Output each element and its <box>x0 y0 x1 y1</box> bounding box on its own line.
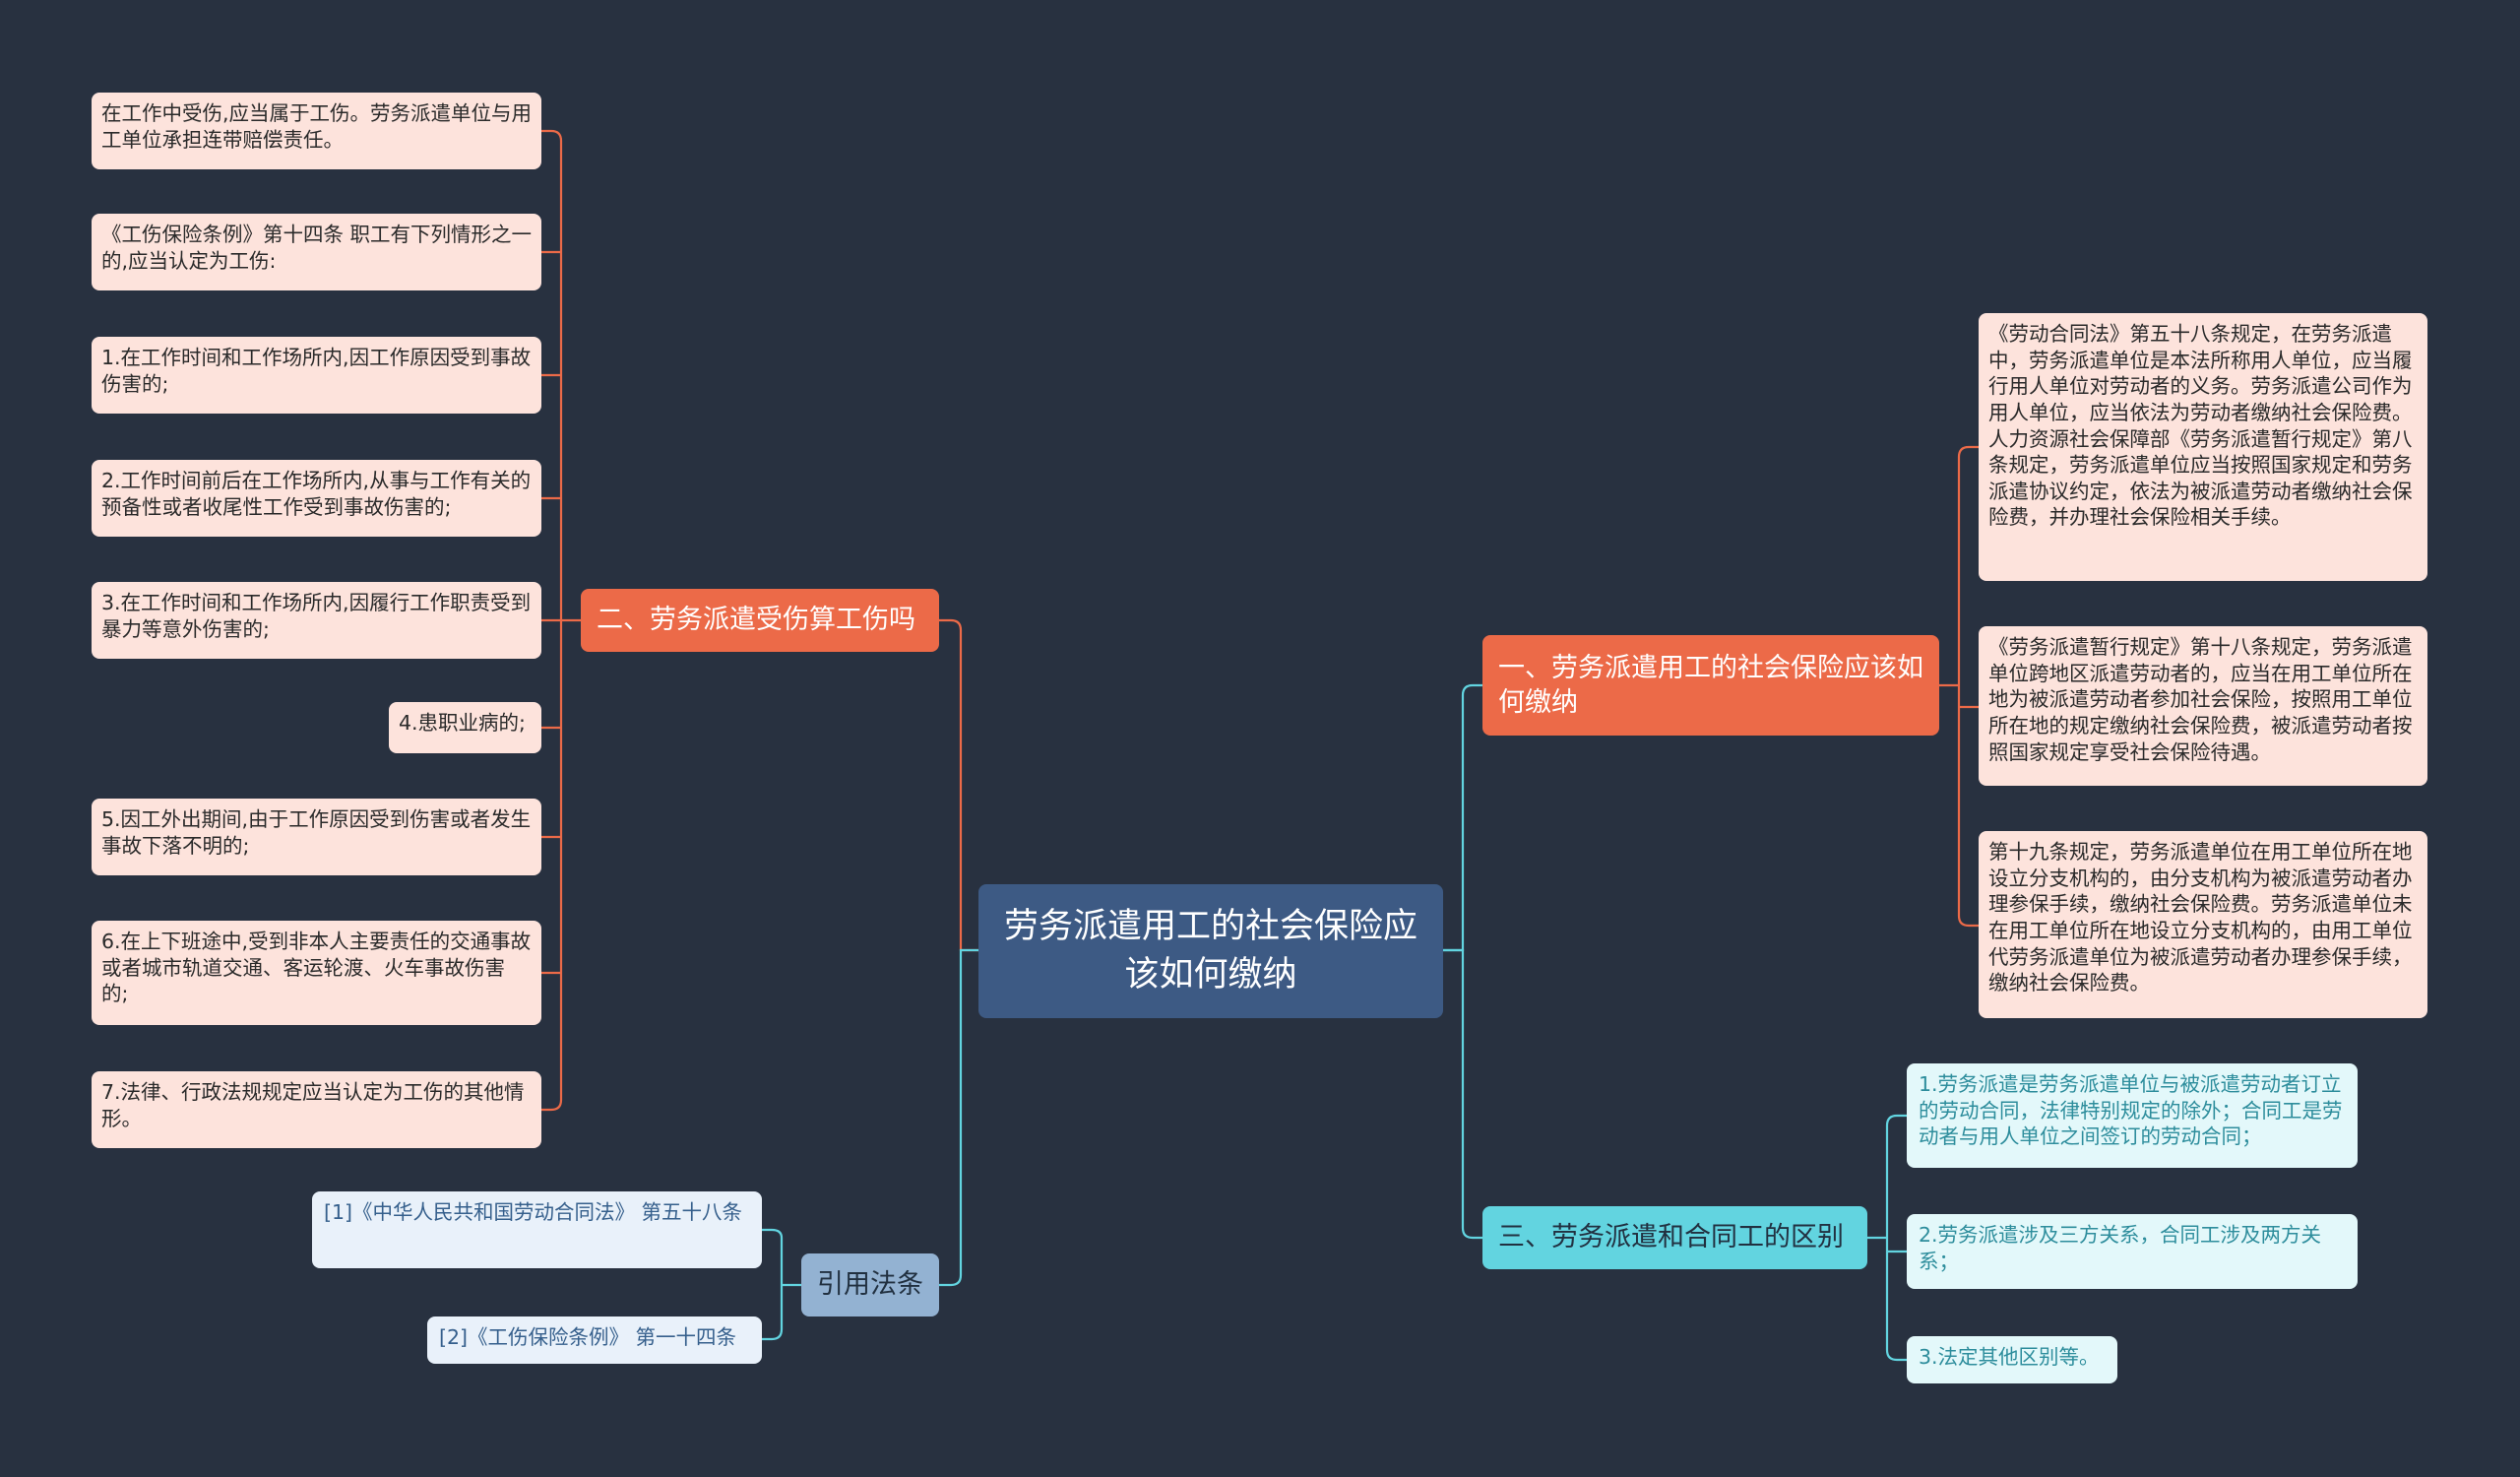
leaf-text: 4.患职业病的; <box>399 711 526 735</box>
leaf-text: 7.法律、行政法规规定应当认定为工伤的其他情形。 <box>101 1080 525 1130</box>
leaf-work-injury-9[interactable]: 7.法律、行政法规规定应当认定为工伤的其他情形。 <box>92 1071 541 1148</box>
links-references-leaves <box>762 1228 801 1341</box>
leaf-work-injury-1[interactable]: 在工作中受伤,应当属于工伤。劳务派遣单位与用工单位承担连带赔偿责任。 <box>92 93 541 169</box>
leaf-text: 1.劳务派遣是劳务派遣单位与被派遣劳动者订立的劳动合同，法律特别规定的除外；合同… <box>1919 1072 2343 1149</box>
leaf-work-injury-4[interactable]: 2.工作时间前后在工作场所内,从事与工作有关的预备性或者收尾性工作受到事故伤害的… <box>92 460 541 537</box>
leaf-work-injury-7[interactable]: 5.因工外出期间,由于工作原因受到伤害或者发生事故下落不明的; <box>92 799 541 875</box>
root-title: 劳务派遣用工的社会保险应该如何缴纳 <box>1003 907 1418 995</box>
leaf-text: 6.在上下班途中,受到非本人主要责任的交通事故或者城市轨道交通、客运轮渡、火车事… <box>101 930 532 1006</box>
leaf-text: 《劳务派遣暂行规定》第十八条规定，劳务派遣单位跨地区派遣劳动者的，应当在用工单位… <box>1988 635 2413 764</box>
leaf-social-insurance-2[interactable]: 《劳务派遣暂行规定》第十八条规定，劳务派遣单位跨地区派遣劳动者的，应当在用工单位… <box>1979 626 2427 786</box>
leaf-text: 第十九条规定，劳务派遣单位在用工单位所在地设立分支机构的，由分支机构为被派遣劳动… <box>1988 840 2413 995</box>
link-root-references <box>939 948 978 1287</box>
leaf-text: 5.因工外出期间,由于工作原因受到伤害或者发生事故下落不明的; <box>101 807 532 858</box>
branch-social-insurance-label: 一、劳务派遣用工的社会保险应该如何缴纳 <box>1498 652 1923 718</box>
leaf-social-insurance-1[interactable]: 《劳动合同法》第五十八条规定，在劳务派遣中，劳务派遣单位是本法所称用人单位，应当… <box>1979 313 2427 581</box>
leaf-work-injury-8[interactable]: 6.在上下班途中,受到非本人主要责任的交通事故或者城市轨道交通、客运轮渡、火车事… <box>92 921 541 1025</box>
branch-work-injury[interactable]: 二、劳务派遣受伤算工伤吗 <box>581 589 939 652</box>
branch-difference-label: 三、劳务派遣和合同工的区别 <box>1498 1222 1844 1253</box>
leaf-social-insurance-3[interactable]: 第十九条规定，劳务派遣单位在用工单位所在地设立分支机构的，由分支机构为被派遣劳动… <box>1979 831 2427 1018</box>
branch-references[interactable]: 引用法条 <box>801 1253 939 1316</box>
leaf-reference-2[interactable]: [2]《工伤保险条例》 第一十四条 <box>427 1316 762 1364</box>
leaf-reference-1[interactable]: [1]《中华人民共和国劳动合同法》 第五十八条 <box>312 1191 762 1268</box>
leaf-work-injury-6[interactable]: 4.患职业病的; <box>389 702 541 753</box>
root-topic[interactable]: 劳务派遣用工的社会保险应该如何缴纳 <box>978 884 1443 1018</box>
link-root-social-insurance <box>1443 683 1482 952</box>
leaf-text: 《工伤保险条例》第十四条 职工有下列情形之一的,应当认定为工伤: <box>101 223 533 273</box>
branch-social-insurance[interactable]: 一、劳务派遣用工的社会保险应该如何缴纳 <box>1482 635 1939 736</box>
leaf-text: 2.劳务派遣涉及三方关系，合同工涉及两方关系； <box>1919 1223 2322 1273</box>
leaf-text: 3.在工作时间和工作场所内,因履行工作职责受到暴力等意外伤害的; <box>101 591 532 641</box>
leaf-work-injury-5[interactable]: 3.在工作时间和工作场所内,因履行工作职责受到暴力等意外伤害的; <box>92 582 541 659</box>
leaf-text: 在工作中受伤,应当属于工伤。劳务派遣单位与用工单位承担连带赔偿责任。 <box>101 101 533 152</box>
leaf-text: 1.在工作时间和工作场所内,因工作原因受到事故伤害的; <box>101 346 532 396</box>
leaf-work-injury-2[interactable]: 《工伤保险条例》第十四条 职工有下列情形之一的,应当认定为工伤: <box>92 214 541 290</box>
links-work-injury-leaves <box>541 129 581 1112</box>
link-root-difference <box>1443 948 1482 1240</box>
leaf-text: 2.工作时间前后在工作场所内,从事与工作有关的预备性或者收尾性工作受到事故伤害的… <box>101 469 532 519</box>
leaf-text: [2]《工伤保险条例》 第一十四条 <box>439 1325 737 1349</box>
branch-references-label: 引用法条 <box>817 1269 923 1301</box>
links-social-insurance-leaves <box>1939 445 1979 928</box>
branch-difference[interactable]: 三、劳务派遣和合同工的区别 <box>1482 1206 1867 1269</box>
link-root-work-injury <box>939 618 978 952</box>
leaf-difference-1[interactable]: 1.劳务派遣是劳务派遣单位与被派遣劳动者订立的劳动合同，法律特别规定的除外；合同… <box>1907 1063 2358 1168</box>
leaf-difference-2[interactable]: 2.劳务派遣涉及三方关系，合同工涉及两方关系； <box>1907 1214 2358 1289</box>
leaf-text: [1]《中华人民共和国劳动合同法》 第五十八条 <box>324 1200 743 1224</box>
leaf-text: 3.法定其他区别等。 <box>1919 1345 2100 1369</box>
leaf-text: 《劳动合同法》第五十八条规定，在劳务派遣中，劳务派遣单位是本法所称用人单位，应当… <box>1988 322 2413 530</box>
links-difference-leaves <box>1867 1114 1907 1362</box>
leaf-difference-3[interactable]: 3.法定其他区别等。 <box>1907 1336 2117 1383</box>
branch-work-injury-label: 二、劳务派遣受伤算工伤吗 <box>597 605 915 636</box>
leaf-work-injury-3[interactable]: 1.在工作时间和工作场所内,因工作原因受到事故伤害的; <box>92 337 541 414</box>
